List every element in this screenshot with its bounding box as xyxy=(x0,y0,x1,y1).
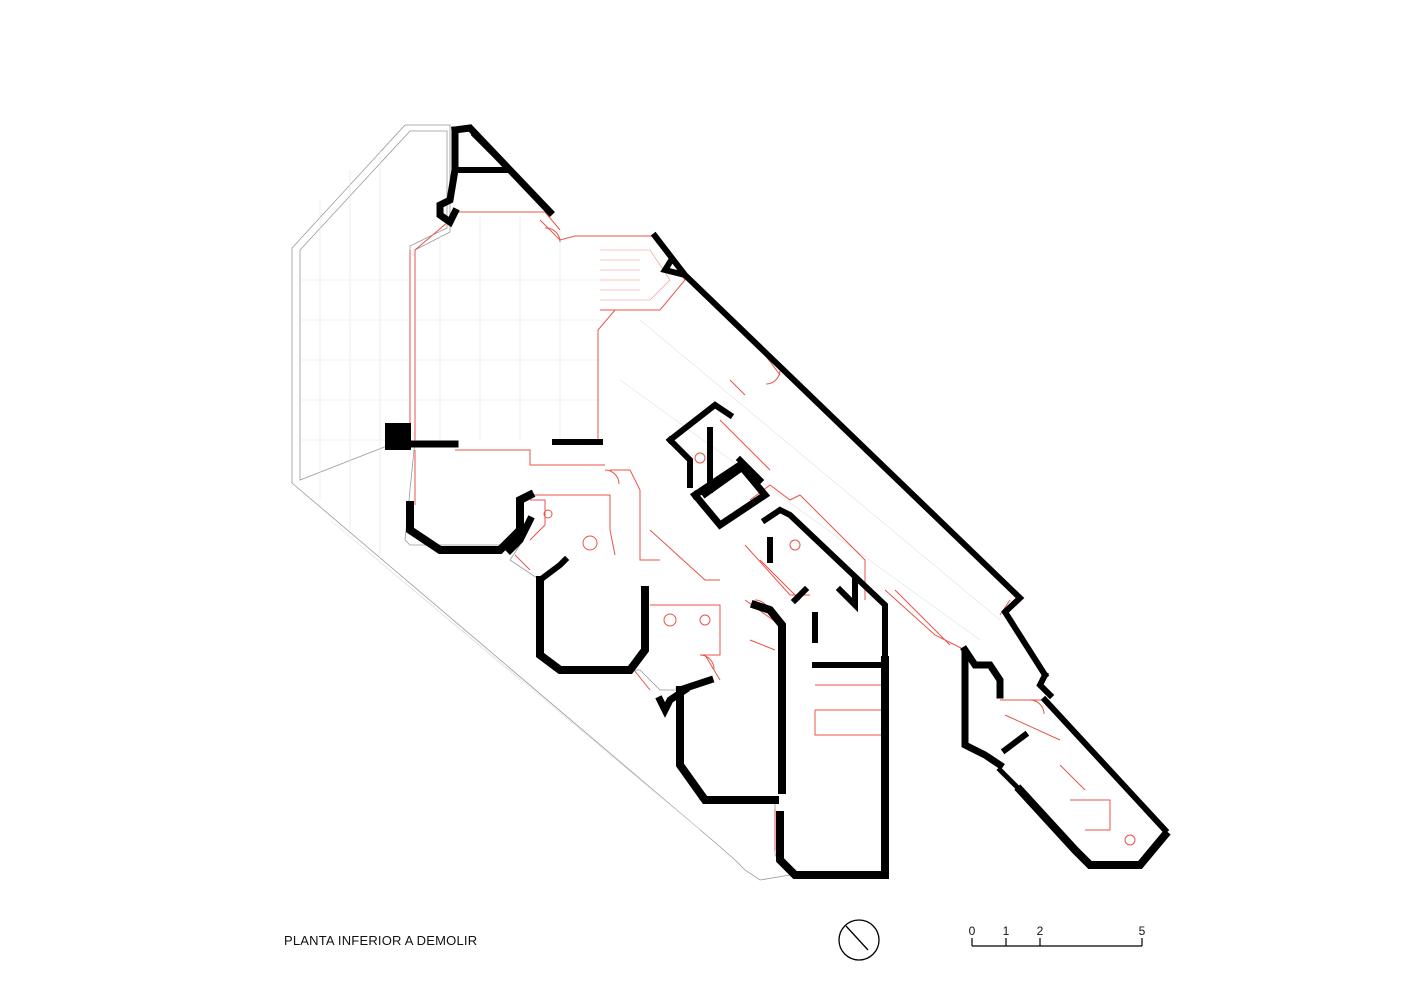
drawing-title: PLANTA INFERIOR A DEMOLIR xyxy=(284,933,478,948)
scale-label-2: 2 xyxy=(1037,924,1044,938)
scale-label-5: 5 xyxy=(1139,924,1146,938)
structural-walls xyxy=(385,124,1171,879)
scale-bar: 0 1 2 5 xyxy=(969,924,1146,947)
scale-label-1: 1 xyxy=(1003,924,1010,938)
terrace-grid xyxy=(300,150,1001,831)
north-arrow-icon xyxy=(838,919,880,961)
scale-label-0: 0 xyxy=(969,924,976,938)
terrace-outline xyxy=(291,124,791,881)
column xyxy=(385,423,411,450)
